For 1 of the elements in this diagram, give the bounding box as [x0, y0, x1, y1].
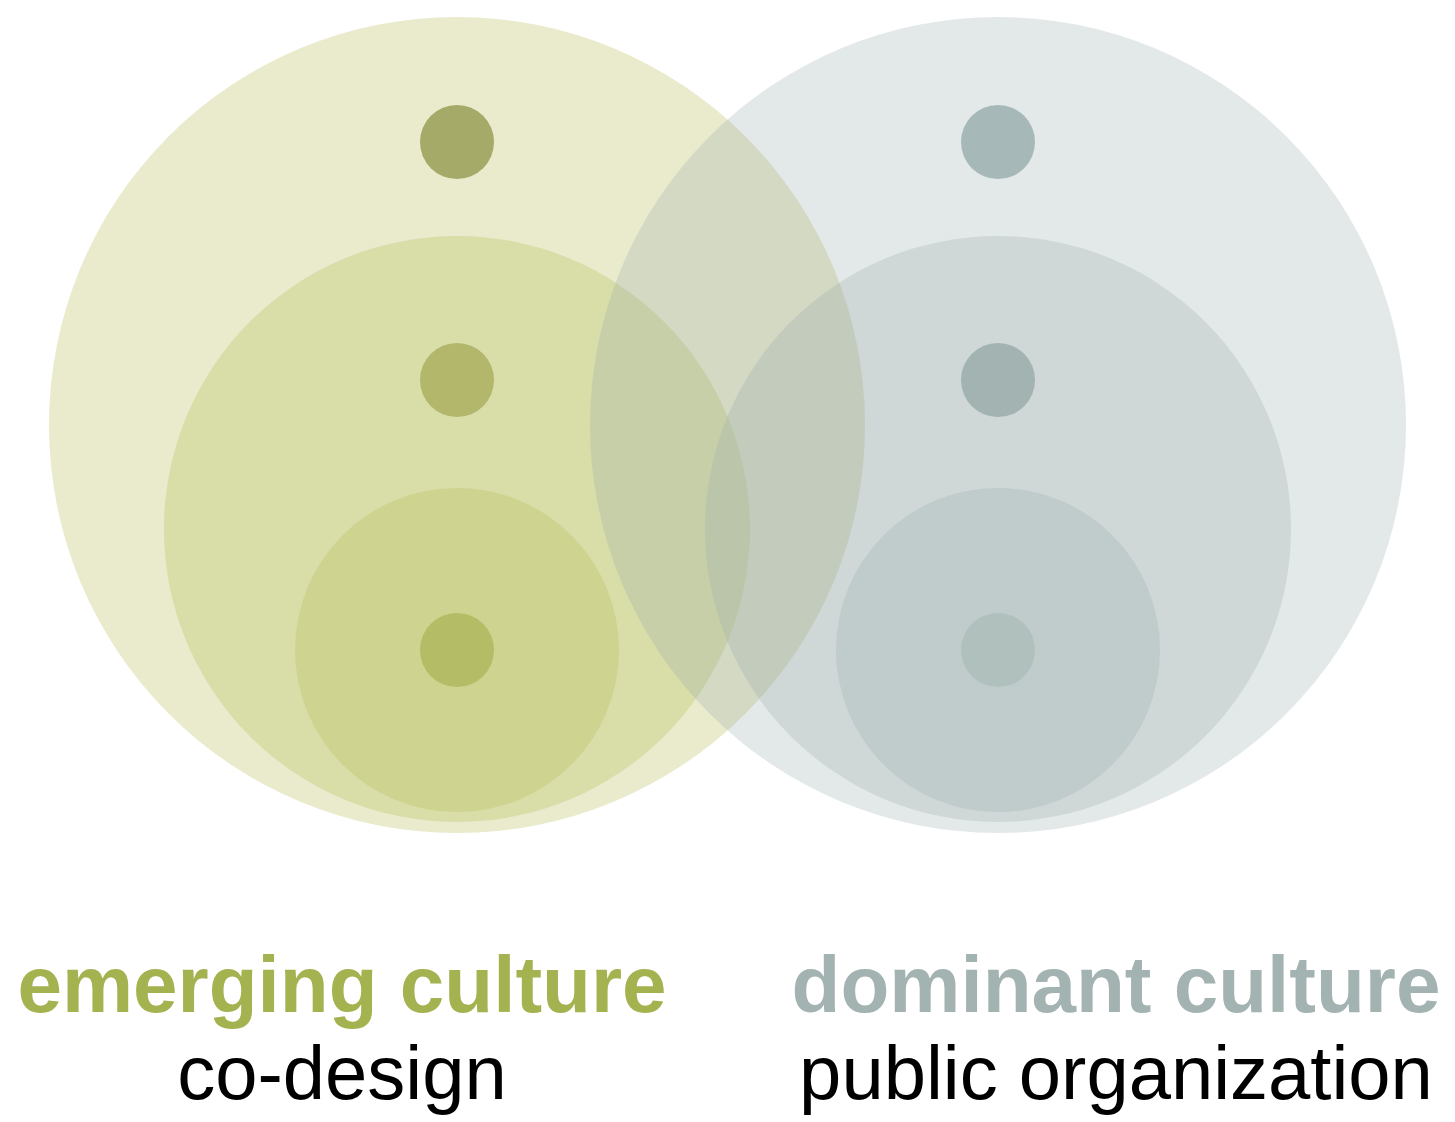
group-heading: dominant culture [791, 945, 1441, 1025]
